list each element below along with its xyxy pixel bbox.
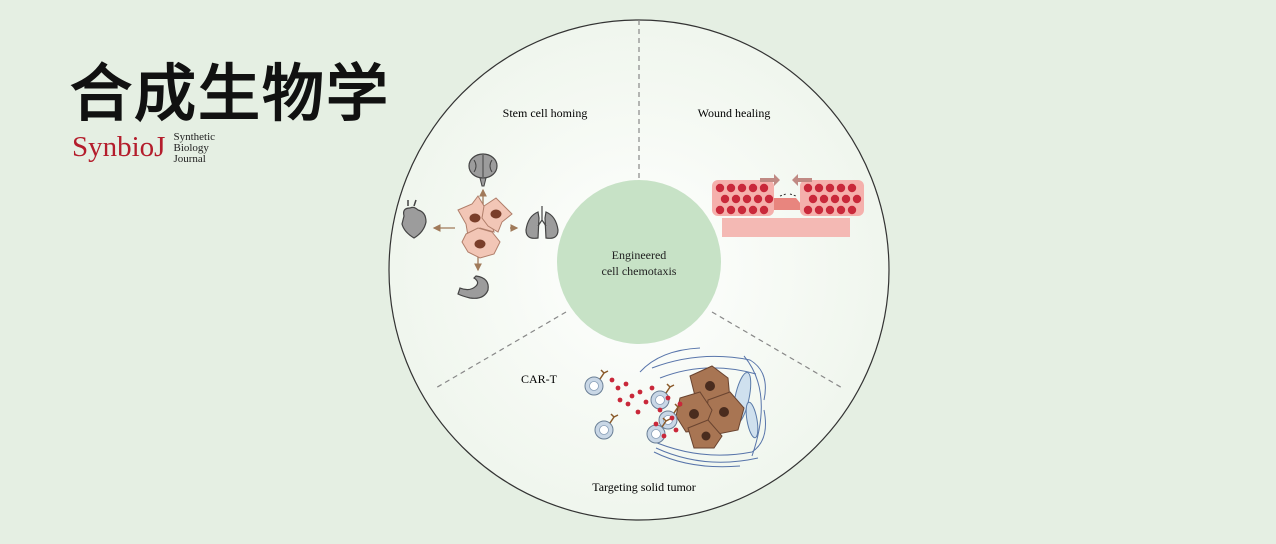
tumor-targeting-illustration — [584, 347, 766, 468]
section-label-stem-cell-homing: Stem cell homing — [503, 106, 588, 120]
section-label-wound-healing: Wound healing — [698, 106, 771, 120]
heart-icon — [401, 199, 427, 239]
logo-sub-line-1: Synthetic — [173, 131, 216, 143]
stem-cell-homing-illustration — [401, 153, 559, 299]
brain-icon — [468, 153, 498, 187]
journal-logo: 合成生物学 SynbioJ Synthetic Biology Journal — [70, 57, 391, 165]
car-t-cell — [650, 383, 675, 410]
logo-sub-line-2: Biology — [173, 142, 209, 154]
wound-healing-illustration — [712, 174, 864, 237]
logo-english: SynbioJ Synthetic Biology Journal — [72, 130, 215, 165]
center-label-line-1: Engineered — [612, 248, 667, 262]
car-t-cells — [584, 369, 683, 444]
section-dividers — [433, 20, 845, 390]
car-t-label: CAR-T — [521, 372, 558, 386]
section-label-targeting-solid-tumor: Targeting solid tumor — [592, 480, 696, 494]
car-t-cell — [584, 369, 609, 396]
lungs-icon — [525, 206, 559, 239]
divider-left — [433, 311, 567, 390]
wound-cell-dots — [715, 183, 862, 215]
center-circle — [557, 180, 721, 344]
logo-name: SynbioJ — [72, 131, 166, 163]
logo-sub-line-3: Journal — [173, 153, 206, 165]
logo-subtitle: Synthetic Biology Journal — [173, 132, 215, 165]
car-t-cell — [594, 413, 619, 440]
center-label-line-2: cell chemotaxis — [602, 264, 677, 278]
divider-right — [711, 311, 845, 390]
stomach-icon — [457, 275, 489, 299]
logo-chinese-title: 合成生物学 — [70, 57, 391, 130]
chemokine-dots — [609, 377, 683, 439]
